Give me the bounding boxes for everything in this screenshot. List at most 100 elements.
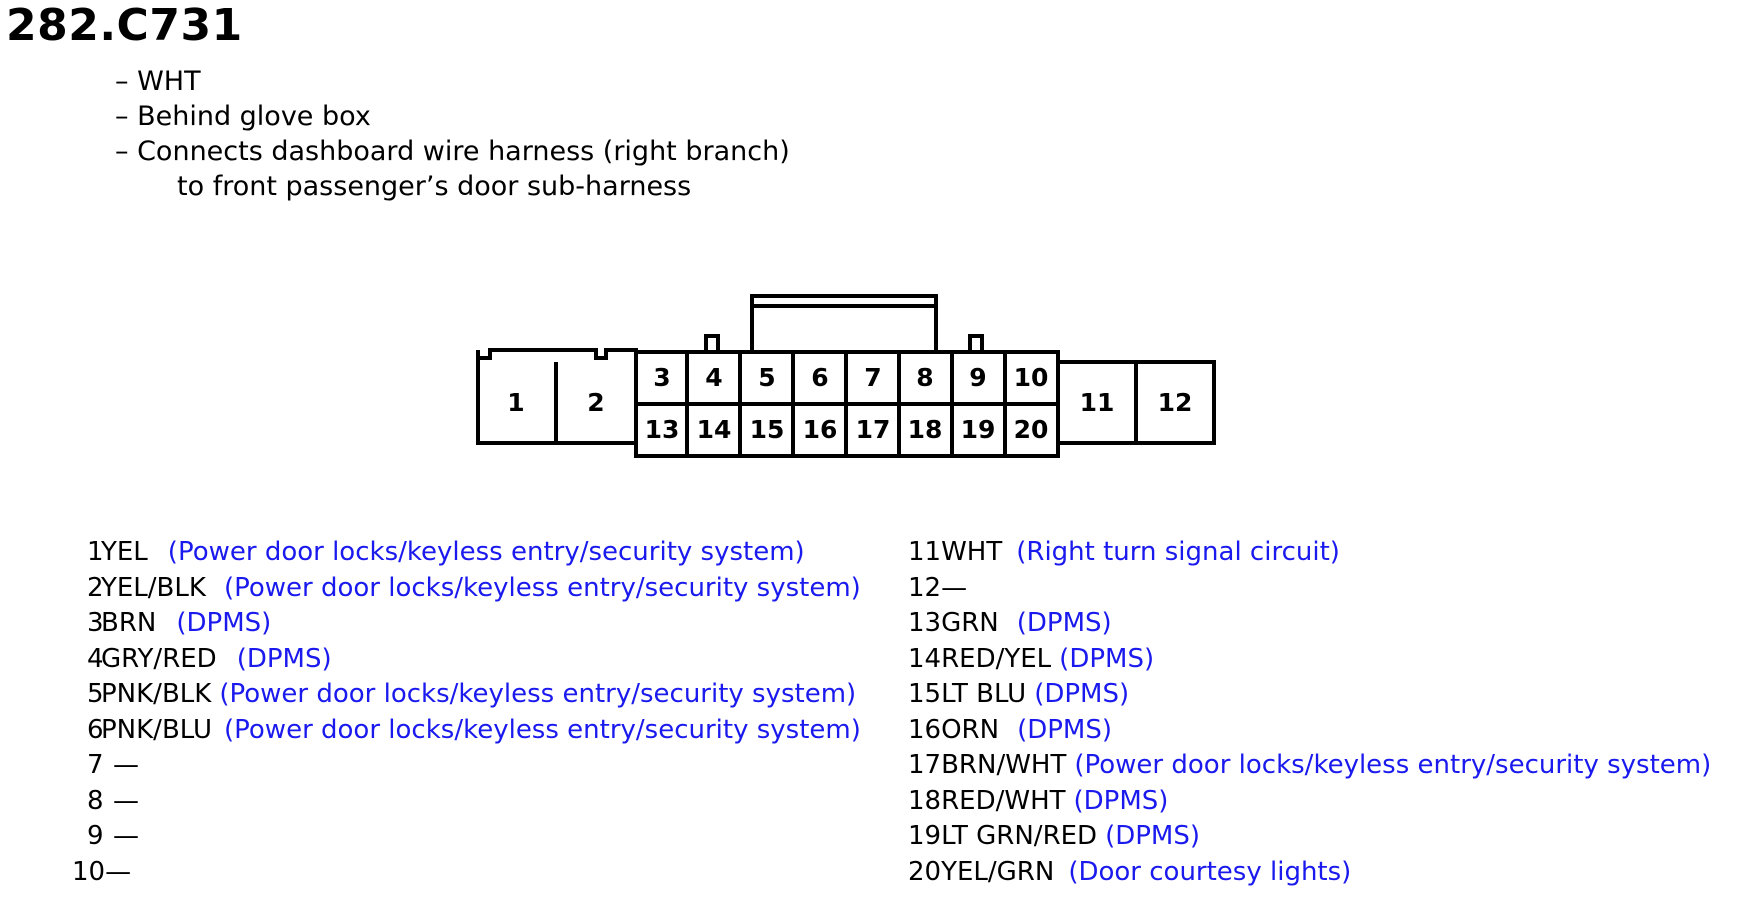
connector-body-left xyxy=(476,348,638,445)
pin-row-4: 4GRY/RED (DPMS) xyxy=(72,642,861,678)
pin-label-10: 10 xyxy=(1014,363,1049,392)
note-location: – Behind glove box xyxy=(115,101,371,132)
note-color: – WHT xyxy=(115,66,201,97)
pin-function: (DPMS) xyxy=(1059,643,1155,674)
pin-row-3: 3BRN (DPMS) xyxy=(72,606,861,642)
wire-color: LT BLU xyxy=(941,679,1027,709)
pin-function: (DPMS) xyxy=(176,608,272,638)
pin-row-8: 8— xyxy=(72,784,861,820)
pin-number: 20 xyxy=(908,856,942,887)
pin-number: 14 xyxy=(908,643,942,674)
wire-color: PNK/BLK xyxy=(101,679,212,709)
pin-row-18: 18RED/WHT(DPMS) xyxy=(908,784,1711,820)
wire-color: BRN xyxy=(101,608,157,638)
pin-row-9: 9— xyxy=(72,819,861,855)
pin-number: 15 xyxy=(908,679,942,709)
pin-label-17: 17 xyxy=(856,415,891,444)
pin-row-5: 5PNK/BLK(Power door locks/keyless entry/… xyxy=(72,677,861,713)
pin-number: 8 xyxy=(87,785,104,816)
pin-function: (DPMS) xyxy=(1034,679,1130,709)
wire-color: YEL/GRN xyxy=(941,856,1055,887)
wire-color: ORN xyxy=(941,714,1000,745)
pin-function: (Door courtesy lights) xyxy=(1068,856,1352,887)
pin-label-11: 11 xyxy=(1080,388,1115,417)
wire-color: GRN xyxy=(941,608,999,638)
pin-label-2: 2 xyxy=(587,388,604,417)
pin-number: 12 xyxy=(908,572,942,603)
pin-function: (DPMS) xyxy=(1017,714,1113,745)
pin-number: 11 xyxy=(908,537,942,567)
pin-label-16: 16 xyxy=(803,415,838,444)
pin-row-19: 19LT GRN/RED(DPMS) xyxy=(908,819,1711,855)
pin-label-9: 9 xyxy=(969,363,986,392)
wire-color: GRY/RED xyxy=(101,643,217,674)
pin-row-7: 7— xyxy=(72,748,861,784)
wire-color: RED/YEL xyxy=(941,643,1052,674)
wire-color: LT GRN/RED xyxy=(941,821,1098,851)
pin-row-14: 14RED/YEL(DPMS) xyxy=(908,642,1711,678)
pin-row-16: 16ORN (DPMS) xyxy=(908,713,1711,749)
pin-number: 13 xyxy=(908,608,942,638)
lock-tab-right xyxy=(968,334,984,352)
pin-label-19: 19 xyxy=(961,415,996,444)
wire-color: — xyxy=(113,785,139,816)
pin-row-17: 17BRN/WHT(Power door locks/keyless entry… xyxy=(908,748,1711,784)
pin-function: (DPMS) xyxy=(1105,821,1201,851)
pin-label-12: 12 xyxy=(1158,388,1193,417)
connector-notes: – WHT – Behind glove box – Connects dash… xyxy=(115,64,790,204)
pin-label-5: 5 xyxy=(758,363,775,392)
pin-label-18: 18 xyxy=(908,415,943,444)
note-connects: – Connects dashboard wire harness (right… xyxy=(115,136,790,167)
wire-color: — xyxy=(941,572,968,603)
pin-row-1: 1YEL (Power door locks/keyless entry/secu… xyxy=(72,535,861,571)
pin-row-13: 13GRN (DPMS) xyxy=(908,606,1711,642)
wire-color: — xyxy=(113,750,139,780)
pin-function: (DPMS) xyxy=(1016,608,1112,638)
pin-label-15: 15 xyxy=(750,415,785,444)
pin-row-15: 15LT BLU(DPMS) xyxy=(908,677,1711,713)
pin-label-8: 8 xyxy=(916,363,933,392)
pin-number: 7 xyxy=(87,750,104,780)
pin-row-11: 11WHT(Right turn signal circuit) xyxy=(908,535,1711,571)
pin-list-left: 1YEL (Power door locks/keyless entry/secu… xyxy=(72,535,861,890)
wire-color: — xyxy=(105,856,132,887)
pin-row-2: 2YEL/BLK (Power door locks/keyless entry/… xyxy=(72,571,861,607)
lock-tab-left xyxy=(704,334,720,352)
pin-number: 18 xyxy=(908,785,942,816)
pin-label-20: 20 xyxy=(1014,415,1049,444)
wire-color: PNK/BLU xyxy=(101,714,212,745)
wire-color: WHT xyxy=(941,537,1003,567)
pin-label-14: 14 xyxy=(697,415,732,444)
pin-number: 5 xyxy=(87,679,104,709)
pin-label-7: 7 xyxy=(864,363,881,392)
pin-number: 3 xyxy=(87,608,104,638)
note-connects-continued: to front passenger’s door sub-harness xyxy=(177,171,692,202)
pin-label-13: 13 xyxy=(645,415,680,444)
pin-function: (Power door locks/keyless entry/security… xyxy=(223,572,861,603)
pin-label-3: 3 xyxy=(653,363,670,392)
pin-number: 9 xyxy=(87,821,104,851)
wire-color: RED/WHT xyxy=(941,785,1066,816)
wire-color: YEL/BLK xyxy=(101,572,206,603)
pin-row-10: 10— xyxy=(72,855,861,891)
pin-number: 6 xyxy=(87,714,104,745)
pin-number: 4 xyxy=(87,643,104,674)
pin-function: (Power door locks/keyless entry/security… xyxy=(224,714,861,745)
wire-color: — xyxy=(113,821,139,851)
pin-function: (Power door locks/keyless entry/security… xyxy=(167,537,805,567)
pin-function: (DPMS) xyxy=(236,643,332,674)
pin-number: 19 xyxy=(908,821,942,851)
pin-label-6: 6 xyxy=(811,363,828,392)
pin-function: (Power door locks/keyless entry/security… xyxy=(1074,750,1712,780)
pin-row-12: 12— xyxy=(908,571,1711,607)
pin-number: 2 xyxy=(87,572,104,603)
wire-color: YEL xyxy=(101,537,148,567)
pin-number: 16 xyxy=(908,714,942,745)
pin-list-right: 11WHT(Right turn signal circuit) 12— 13G… xyxy=(908,535,1711,890)
pin-function: (Power door locks/keyless entry/security… xyxy=(219,679,857,709)
pin-label-1: 1 xyxy=(507,388,524,417)
wire-color: BRN/WHT xyxy=(941,750,1067,780)
pin-number: 1 xyxy=(87,537,104,567)
pin-number: 10 xyxy=(72,856,106,887)
